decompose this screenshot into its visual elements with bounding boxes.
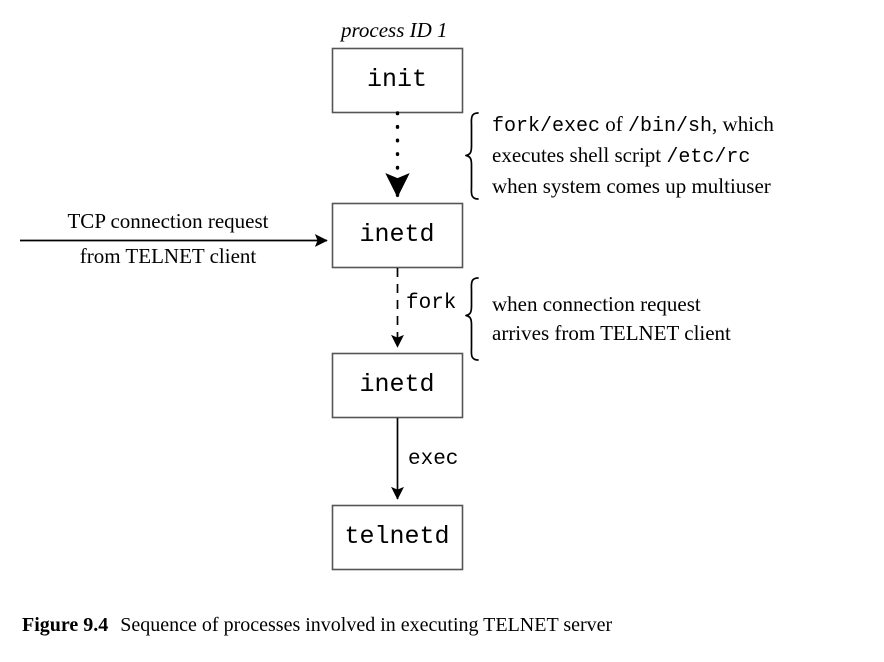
annotation-connection: when connection request arrives from TELN… bbox=[492, 290, 731, 348]
brace-connection bbox=[465, 277, 479, 361]
edge-label-exec: exec bbox=[408, 448, 459, 471]
figure-caption: Figure 9.4 Sequence of processes involved… bbox=[22, 612, 612, 638]
brace-fork-exec bbox=[465, 112, 479, 200]
text-run: arrives from TELNET client bbox=[492, 321, 731, 345]
process-box-label-inetd-top: inetd bbox=[359, 220, 435, 249]
annotation-line: arrives from TELNET client bbox=[492, 319, 731, 348]
code-run: /bin/sh bbox=[628, 115, 713, 138]
incoming-arrow-label-line2: from TELNET client bbox=[79, 244, 257, 268]
incoming-arrow-label-line1: TCP connection request bbox=[67, 209, 269, 233]
figure-caption-text: Sequence of processes involved in execut… bbox=[120, 614, 613, 636]
process-box-init bbox=[331, 47, 464, 114]
figure-caption-number: Figure 9.4 bbox=[22, 614, 109, 636]
text-run: when system comes up multiuser bbox=[492, 174, 771, 198]
code-run: /etc/rc bbox=[666, 146, 751, 169]
process-box-inetd-top bbox=[331, 202, 464, 269]
process-id-label: process ID 1 bbox=[341, 18, 448, 42]
annotation-line: executes shell script /etc/rc bbox=[492, 141, 774, 172]
process-box-inetd-child bbox=[331, 352, 464, 419]
text-run: of bbox=[600, 112, 629, 136]
text-run: executes shell script bbox=[492, 143, 667, 167]
process-box-label-init: init bbox=[366, 65, 427, 94]
annotation-line: fork/exec of /bin/sh, which bbox=[492, 110, 774, 141]
annotation-line: when system comes up multiuser bbox=[492, 172, 774, 201]
edge-label-fork: fork bbox=[406, 292, 457, 315]
process-box-label-telnetd: telnetd bbox=[344, 522, 450, 551]
process-box-label-inetd-child: inetd bbox=[359, 370, 435, 399]
code-run: fork/exec bbox=[492, 115, 601, 138]
annotation-line: when connection request bbox=[492, 290, 731, 319]
text-run: , which bbox=[712, 112, 774, 136]
text-run: when connection request bbox=[492, 292, 701, 316]
process-box-telnetd bbox=[331, 504, 464, 571]
